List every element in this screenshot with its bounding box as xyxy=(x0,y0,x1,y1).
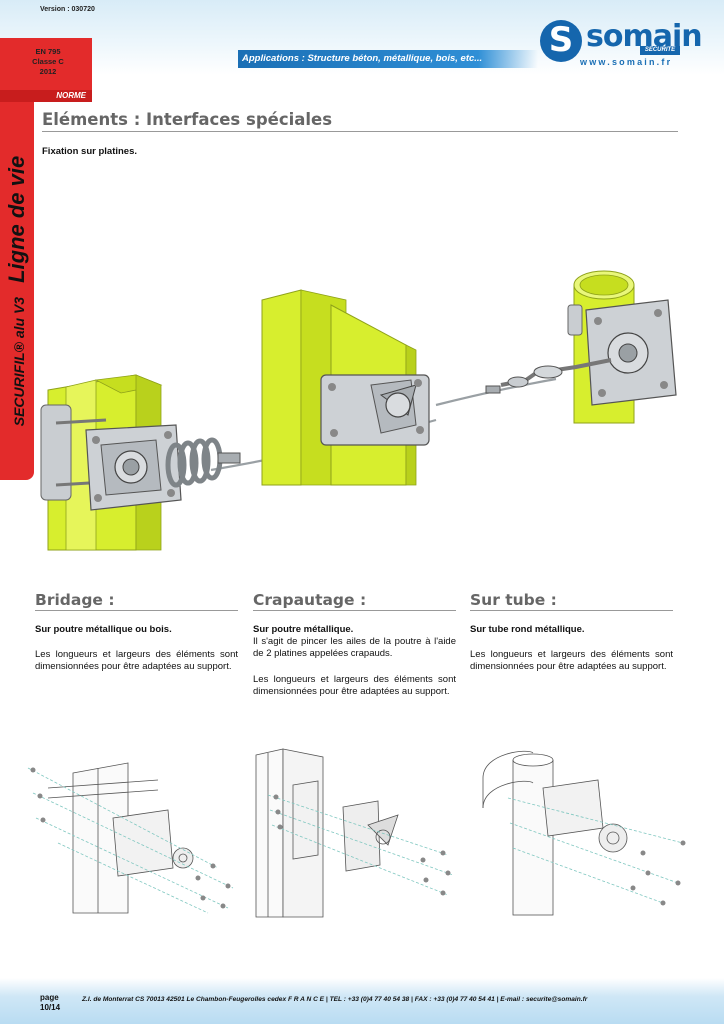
bridage-description: Les longueurs et largeurs des éléments s… xyxy=(35,649,238,673)
page-title: Eléments : Interfaces spéciales xyxy=(42,110,333,129)
website-link[interactable]: www.somain.fr xyxy=(580,57,673,67)
page-number: page 10/14 xyxy=(40,993,60,1013)
page-subtitle: Fixation sur platines. xyxy=(42,146,138,157)
bridage-subtitle: Sur poutre métallique ou bois. xyxy=(35,624,172,635)
crapautage-description: Les longueurs et largeurs des éléments s… xyxy=(253,674,456,698)
crapautage-exploded-drawing xyxy=(255,748,454,918)
turnbuckle-tensioner xyxy=(485,358,612,394)
bridage-title: Bridage : xyxy=(35,591,115,609)
crapautage-subtitle: Sur poutre métallique. xyxy=(253,624,354,635)
applications-text: Applications : Structure béton, métalliq… xyxy=(242,53,482,64)
norm-year: 2012 xyxy=(39,67,57,76)
tube-title: Sur tube : xyxy=(470,591,557,609)
norm-label: NORME xyxy=(56,91,86,100)
norm-standard: EN 795 xyxy=(35,47,61,56)
applications-value: Structure béton, métallique, bois, etc..… xyxy=(307,53,483,64)
crapautage-rule xyxy=(253,610,456,611)
crapautage-title: Crapautage : xyxy=(253,591,367,609)
bridage-rule xyxy=(35,610,238,611)
applications-label: Applications : xyxy=(242,53,305,64)
sidebar-product-name: SECURIFIL® alu V3 xyxy=(11,296,27,427)
sidebar-text-wrap: SECURIFIL® alu V3 Ligne de vie xyxy=(0,102,34,480)
footer-band xyxy=(0,978,724,1024)
sidebar-category: Ligne de vie xyxy=(4,155,29,283)
product-sidebar xyxy=(0,102,34,480)
title-divider xyxy=(42,131,678,132)
somain-logo-s-icon: S xyxy=(548,20,574,60)
norm-class: Classe C xyxy=(32,57,64,66)
spring-end-fitting xyxy=(217,452,241,464)
bridage-exploded-drawing xyxy=(27,762,234,914)
right-tube-plate xyxy=(567,299,677,406)
somain-logo-icon xyxy=(540,20,582,62)
tube-rule xyxy=(470,610,673,611)
tube-subtitle: Sur tube rond métallique. xyxy=(470,624,585,635)
page-count: 10/14 xyxy=(40,1003,61,1012)
left-clamp-plate xyxy=(40,404,182,511)
tube-description: Les longueurs et largeurs des éléments s… xyxy=(470,649,673,673)
crapautage-intro: Il s'agit de pincer les ailes de la pout… xyxy=(253,636,456,660)
installation-illustration xyxy=(40,270,677,551)
version-label: Version : 030720 xyxy=(40,6,95,13)
middle-crapaud-plate xyxy=(320,374,430,446)
sidebar-vertical-text: SECURIFIL® alu V3 Ligne de vie xyxy=(4,156,30,427)
logo-tagline: SECURITE xyxy=(640,46,680,55)
company-address: Z.I. de Monterrat CS 70013 42501 Le Cham… xyxy=(82,996,588,1003)
page-word: page xyxy=(40,993,59,1002)
applications-band xyxy=(238,50,538,68)
norm-label-bar: NORME xyxy=(0,90,92,102)
tube-exploded-drawing xyxy=(482,750,686,916)
